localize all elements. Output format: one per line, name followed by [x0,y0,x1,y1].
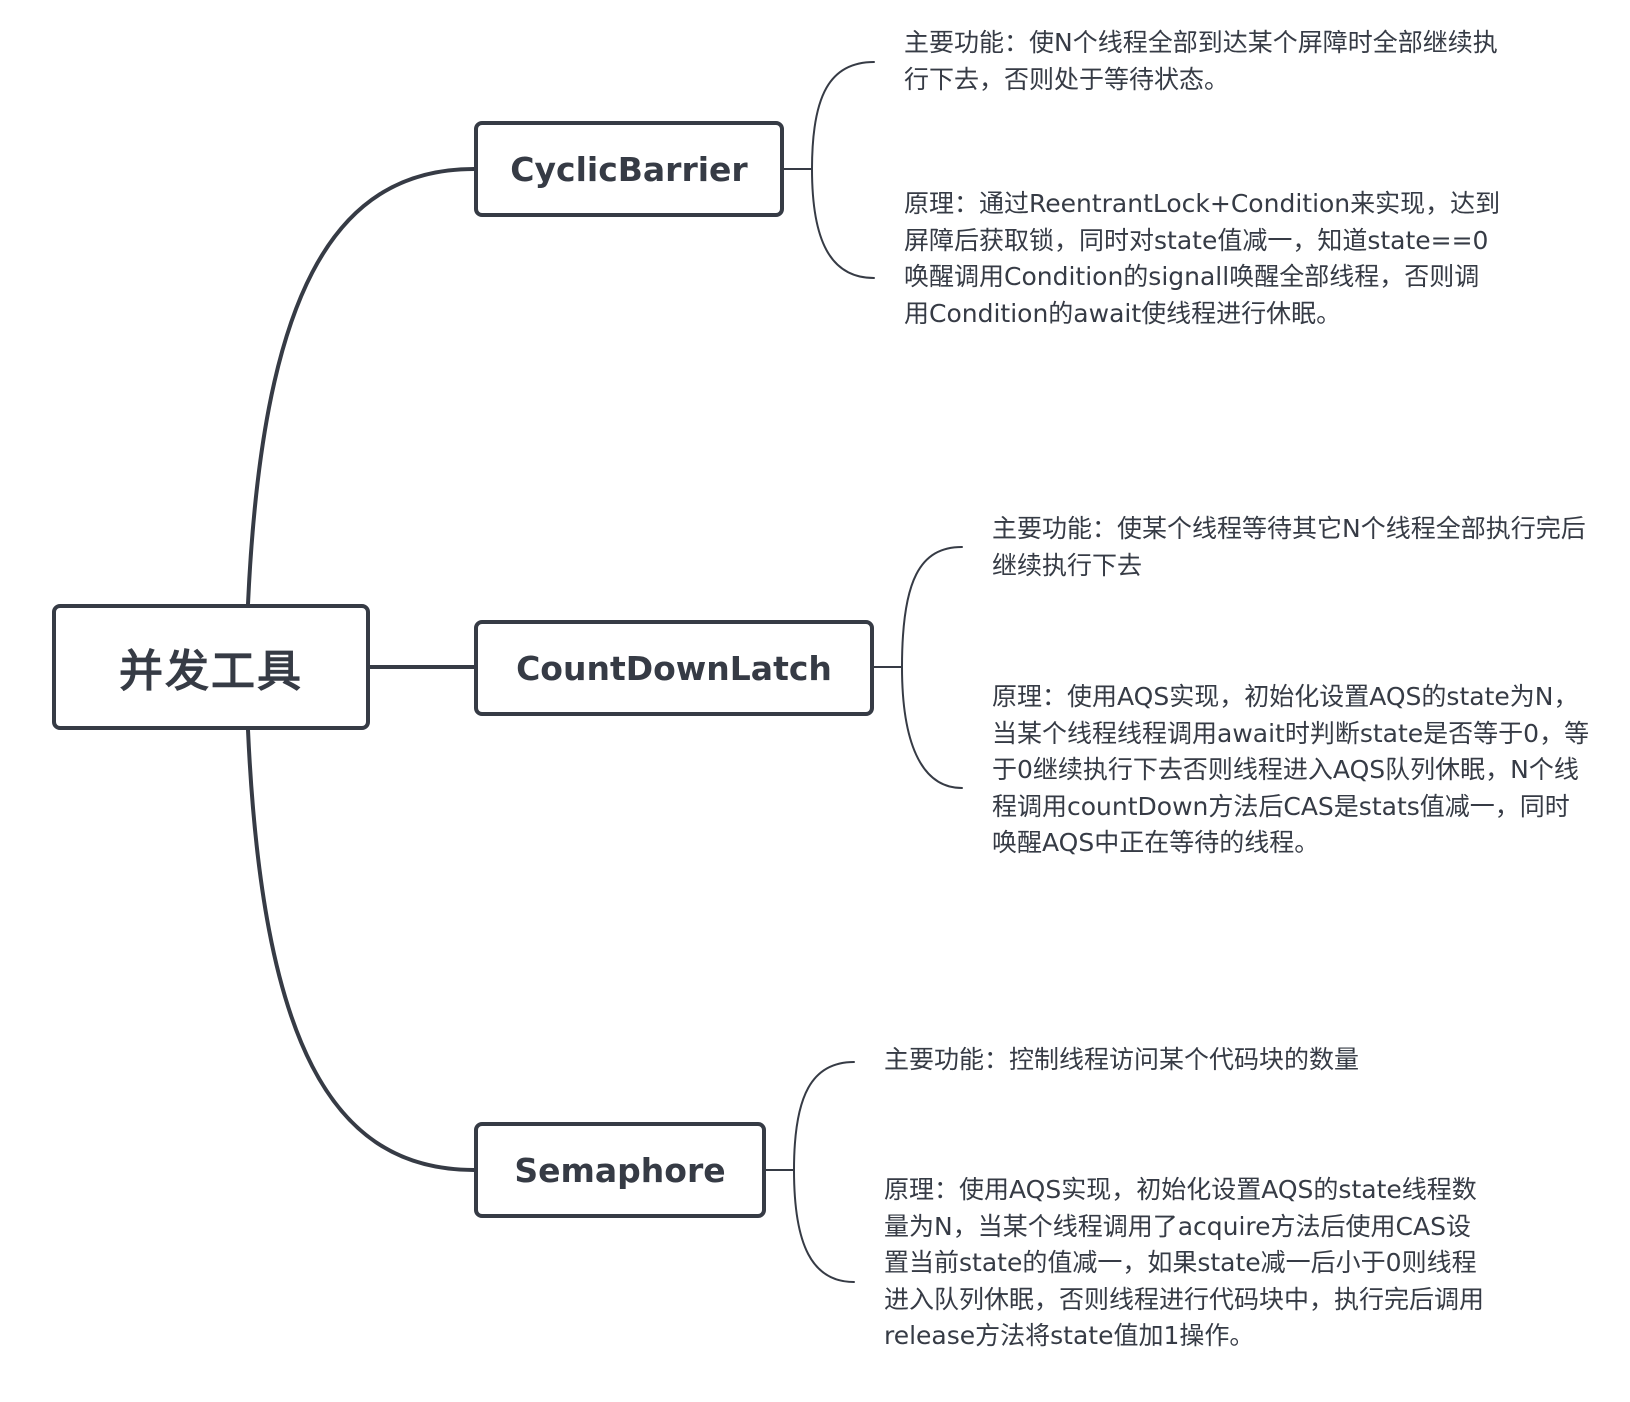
link-cdl-principle [901,666,963,789]
cyclicbarrier-principle-note[interactable]: 原理：通过ReentrantLock+Condition来实现，达到屏障后获取锁… [904,189,1501,328]
countdownlatch-function-note[interactable]: 主要功能：使某个线程等待其它N个线程全部执行完后继续执行下去 [992,514,1586,580]
root-node-label: 并发工具 [119,646,303,697]
link-root-semaphore [246,728,476,1172]
countdownlatch-principle-note[interactable]: 原理：使用AQS实现，初始化设置AQS的state为N，当某个线程线程调用awa… [992,682,1590,857]
link-cb-principle [811,168,875,279]
link-root-cyclicbarrier [246,167,476,606]
root-node[interactable]: 并发工具 [52,604,370,730]
branch-node-semaphore[interactable]: Semaphore [474,1122,766,1218]
semaphore-function-note[interactable]: 主要功能：控制线程访问某个代码块的数量 [884,1045,1360,1074]
link-sem-principle [793,1169,855,1283]
branch-node-label: CyclicBarrier [510,149,748,189]
branch-node-cyclicbarrier[interactable]: CyclicBarrier [474,121,784,217]
semaphore-principle-note[interactable]: 原理：使用AQS实现，初始化设置AQS的state线程数量为N，当某个线程调用了… [884,1175,1485,1350]
branch-node-countdownlatch[interactable]: CountDownLatch [474,620,874,716]
link-cb-function [811,61,875,170]
cyclicbarrier-function-note[interactable]: 主要功能：使N个线程全部到达某个屏障时全部继续执行下去，否则处于等待状态。 [904,28,1498,94]
link-cdl-function [901,546,963,668]
branch-node-label: Semaphore [514,1150,726,1190]
link-sem-function [793,1061,855,1171]
branch-node-label: CountDownLatch [516,648,832,688]
